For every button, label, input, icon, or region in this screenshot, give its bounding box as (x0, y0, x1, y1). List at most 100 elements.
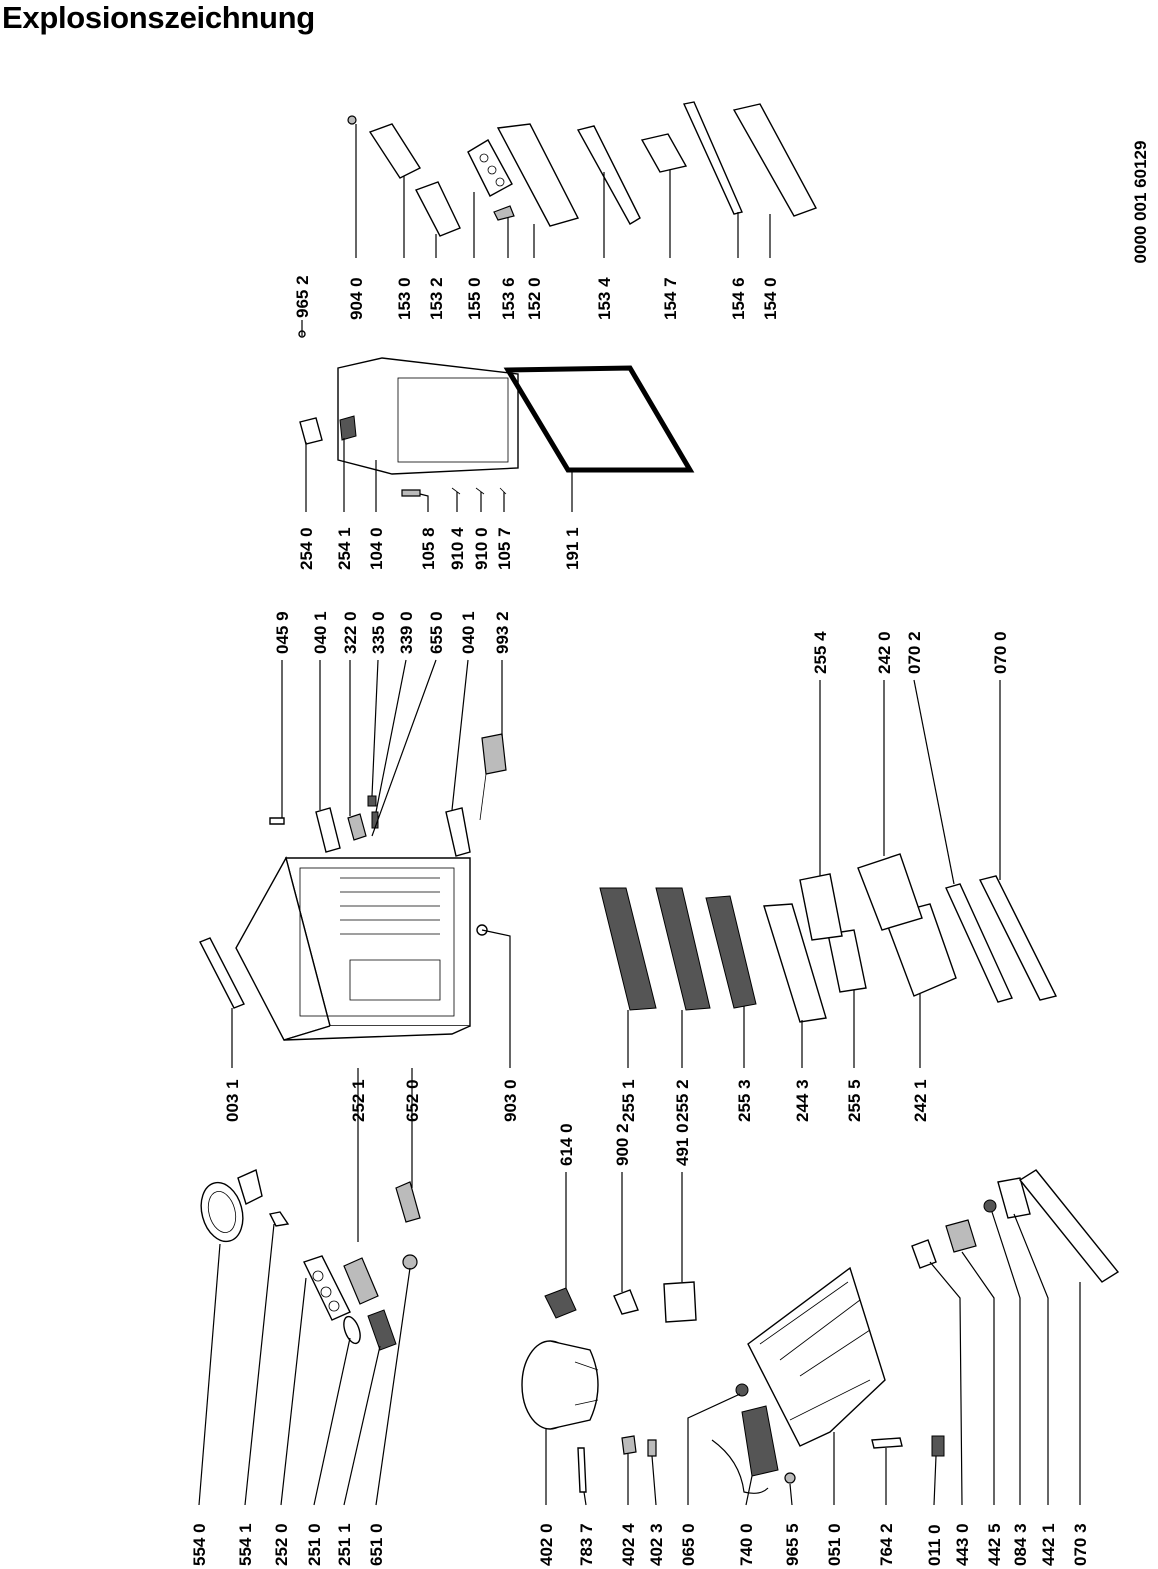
rail-part-070-0 (978, 875, 1058, 1001)
part-label: 402 3 (647, 1523, 666, 1566)
part-label: 154 7 (661, 277, 680, 320)
part-label: 152 0 (525, 277, 544, 320)
bin-part-255-4 (799, 873, 843, 941)
handle-cap-part (339, 415, 357, 441)
compressor-part (521, 1340, 599, 1430)
foot-screw-part (479, 773, 487, 821)
small-part-339-0 (371, 811, 379, 829)
part-label: 965 2 (293, 275, 312, 318)
part-label: 651 0 (367, 1523, 386, 1566)
shelf-rail-part-154-6 (682, 101, 743, 215)
door-shelf-part-152-0 (496, 123, 580, 227)
terminal-part (945, 1219, 977, 1253)
hinge-part-040-1-bottom (445, 807, 471, 857)
part-label: 070 2 (905, 631, 924, 674)
part-label: 155 0 (465, 277, 484, 320)
part-label: 335 0 (369, 611, 388, 654)
bracket-part (663, 1281, 697, 1323)
clamp-part (911, 1239, 937, 1269)
shelf-part-3 (705, 895, 757, 1009)
lamp-cover-part (343, 1257, 379, 1305)
part-label: 070 0 (991, 631, 1010, 674)
knob-part (402, 1254, 418, 1270)
small-part-402-4 (621, 1435, 637, 1455)
grille-part (367, 1309, 397, 1351)
part-label: 491 0 (673, 1123, 692, 1166)
part-label: 255 3 (735, 1079, 754, 1122)
grommet-part (735, 1383, 749, 1397)
leader-lines (198, 124, 1081, 1506)
egg-tray-part-153-0 (368, 123, 422, 179)
part-label: 910 0 (472, 527, 491, 570)
part-label: 652 0 (403, 1079, 422, 1122)
spacer-part (871, 1437, 903, 1449)
part-label: 251 1 (335, 1523, 354, 1566)
part-label: 442 1 (1039, 1523, 1058, 1566)
part-label: 105 8 (419, 527, 438, 570)
freezer-door-part (337, 357, 519, 475)
part-label: 252 1 (349, 1079, 368, 1122)
part-label: 251 0 (305, 1523, 324, 1566)
shelf-part-2 (655, 887, 711, 1011)
part-label: 254 0 (297, 527, 316, 570)
hinge-plate-part (997, 1177, 1031, 1219)
part-label: 442 5 (985, 1523, 1004, 1566)
part-label: 402 4 (619, 1523, 638, 1566)
part-label: 084 3 (1011, 1523, 1030, 1566)
relay-part (544, 1287, 577, 1319)
part-label: 402 0 (537, 1523, 556, 1566)
lamp-part (343, 1315, 361, 1345)
cabinet-part (235, 856, 471, 1041)
small-part-402-3 (647, 1439, 657, 1457)
trim-strip-part (199, 937, 245, 1009)
thermostat-part (395, 1181, 421, 1223)
part-label: 740 0 (737, 1523, 756, 1566)
condenser-part (711, 1405, 779, 1494)
part-label: 903 0 (501, 1079, 520, 1122)
divider-part (493, 205, 515, 221)
part-label: 040 1 (311, 611, 330, 654)
rail-part-070-2 (945, 883, 1013, 1003)
part-label: 965 5 (783, 1523, 802, 1566)
part-label: 255 4 (811, 631, 830, 674)
part-label: 011 0 (925, 1524, 944, 1566)
part-label: 904 0 (347, 277, 366, 320)
part-label: 255 5 (845, 1079, 864, 1122)
part-label: 104 0 (367, 527, 386, 570)
part-label: 242 1 (911, 1079, 930, 1122)
part-label: 255 2 (673, 1079, 692, 1122)
shelf-part-1 (599, 887, 657, 1011)
cover-part-154-7 (640, 133, 688, 173)
part-label: 993 2 (493, 611, 512, 654)
part-label: 339 0 (397, 611, 416, 654)
switch-part (347, 813, 367, 841)
part-label: 322 0 (341, 611, 360, 654)
spring-part (347, 115, 357, 125)
part-label: 105 7 (495, 527, 514, 570)
part-label: 900 2 (613, 1123, 632, 1166)
part-label: 070 3 (1071, 1523, 1090, 1566)
small-part-105-8 (401, 489, 421, 497)
fan-ring-part (200, 1169, 263, 1243)
part-label: 191 1 (563, 527, 582, 570)
pin-part (269, 817, 285, 825)
egg-holder-part (467, 139, 513, 197)
part-label: 065 0 (679, 1523, 698, 1566)
washer-part (983, 1199, 997, 1213)
handle-part (299, 417, 323, 445)
part-label: 554 0 (190, 1523, 209, 1566)
base-frame-part (747, 1266, 886, 1447)
rail-part (1018, 1169, 1120, 1283)
part-label: 255 1 (619, 1079, 638, 1122)
part-label: 252 0 (272, 1523, 291, 1566)
bin-part-255-5 (827, 929, 867, 993)
foot-part (481, 733, 507, 775)
capacitor-part (613, 1289, 639, 1315)
small-part-910 (451, 487, 507, 495)
part-label: 154 0 (761, 277, 780, 320)
part-label: 153 6 (499, 277, 518, 320)
crisper-part-242-0 (857, 853, 923, 931)
egg-tray-part-153-2 (415, 181, 461, 237)
